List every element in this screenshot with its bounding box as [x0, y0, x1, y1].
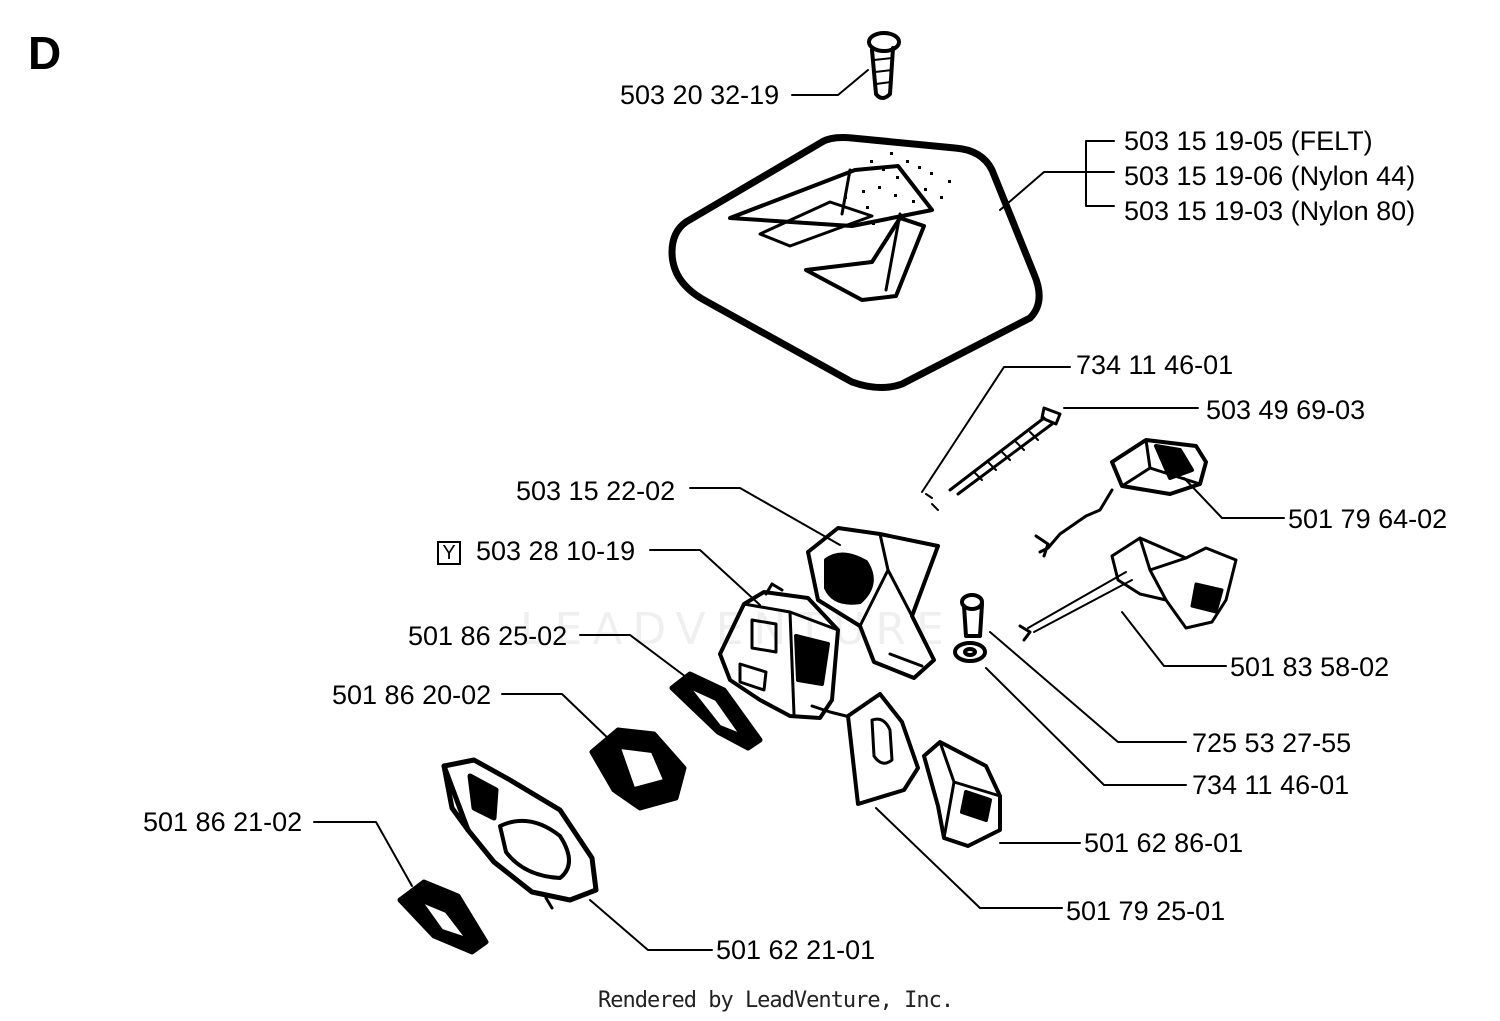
callout-screw-top[interactable]: 503 20 32-19: [620, 80, 780, 110]
callout-filter-nylon80[interactable]: 503 15 19-03 (Nylon 80): [1124, 196, 1416, 226]
screw-small-shape: [960, 593, 984, 638]
callout-filter-nylon44[interactable]: 503 15 19-06 (Nylon 44): [1124, 161, 1416, 191]
callout-bracket[interactable]: 501 62 86-01: [1084, 828, 1244, 858]
air-filter-shape: [668, 134, 1043, 391]
leader-lines: [313, 69, 1285, 951]
nut-lower-shape: [953, 641, 987, 663]
callout-screw-small[interactable]: 725 53 27-55: [1192, 728, 1352, 758]
callout-choke-control[interactable]: 501 79 64-02: [1288, 504, 1448, 534]
callout-plate[interactable]: 501 79 25-01: [1066, 896, 1226, 926]
intake-housing-shape: [441, 757, 599, 910]
gasket-upper-shape: [669, 671, 763, 751]
marker-box: Y: [437, 541, 461, 565]
callout-gasket-upper[interactable]: 501 86 25-02: [408, 621, 568, 651]
callout-bolt-long[interactable]: 503 49 69-03: [1206, 395, 1366, 425]
callout-gasket-lower[interactable]: 501 86 21-02: [143, 807, 303, 837]
callout-adapter[interactable]: 503 15 22-02: [516, 476, 676, 506]
carburetor-shape: [718, 582, 848, 720]
plate-shape: [846, 692, 920, 806]
throttle-linkage-shape: [1018, 536, 1238, 642]
choke-control-shape: [1034, 438, 1208, 558]
screw-top-shape: [867, 31, 901, 100]
callout-throttle-linkage[interactable]: 501 83 58-02: [1230, 652, 1390, 682]
watermark-text: LEADVENTURE: [520, 604, 954, 655]
bolt-long-shape: [925, 406, 1062, 511]
callout-filter-felt[interactable]: 503 15 19-05 (FELT): [1124, 126, 1373, 156]
callout-carburetor[interactable]: 503 28 10-19: [476, 536, 636, 566]
section-letter: D: [28, 27, 62, 79]
callout-nut-upper[interactable]: 734 11 46-01: [1076, 350, 1234, 380]
spacer-shape: [589, 727, 687, 811]
callout-intake-housing[interactable]: 501 62 21-01: [716, 935, 876, 965]
bracket-shape: [922, 740, 1002, 848]
adapter-shape: [806, 526, 940, 680]
callout-nut-lower[interactable]: 734 11 46-01: [1192, 770, 1350, 800]
callout-spacer[interactable]: 501 86 20-02: [332, 680, 492, 710]
footer-credit: Rendered by LeadVenture, Inc.: [598, 988, 954, 1013]
gasket-lower-shape: [397, 879, 489, 955]
